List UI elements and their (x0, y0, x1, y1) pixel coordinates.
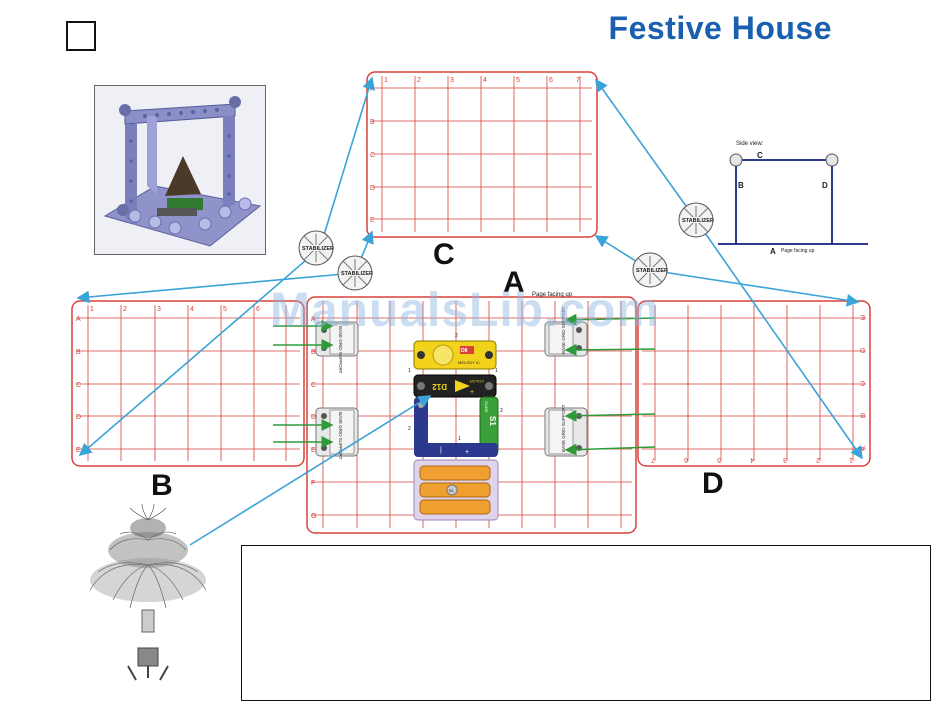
svg-text:STABILIZER: STABILIZER (636, 268, 668, 274)
svg-text:1: 1 (495, 368, 498, 374)
svg-text:B1: B1 (449, 488, 455, 493)
stabilizer: STABILIZER (632, 252, 668, 288)
svg-text:4: 4 (190, 306, 194, 313)
house-3d-image (94, 85, 266, 255)
svg-text:B: B (76, 349, 81, 356)
svg-text:D12: D12 (432, 382, 447, 391)
svg-text:2: 2 (408, 426, 411, 432)
svg-text:7: 7 (651, 456, 655, 463)
svg-text:E: E (311, 447, 316, 454)
svg-text:1: 1 (90, 306, 94, 313)
svg-text:2: 2 (123, 306, 127, 313)
svg-text:C: C (311, 382, 316, 389)
svg-text:1: 1 (849, 456, 853, 463)
svg-text:D: D (860, 346, 865, 353)
svg-text:A: A (860, 444, 865, 451)
stabilizer: STABILIZER (337, 255, 373, 291)
svg-text:C: C (757, 151, 763, 160)
grid-letter-a: A (503, 266, 525, 299)
svg-text:2: 2 (816, 456, 820, 463)
svg-text:A: A (770, 247, 776, 256)
svg-text:+: + (470, 389, 474, 396)
stabilizer: STABILIZER (298, 230, 334, 266)
svg-text:COLOR: COLOR (470, 379, 484, 384)
tree-icon (89, 503, 207, 681)
svg-text:BASE GRID SUPPORT: BASE GRID SUPPORT (338, 326, 343, 374)
grid-c: 1 2 3 4 5 6 7 A B C D E (366, 71, 598, 238)
svg-text:A: A (311, 316, 316, 323)
svg-text:A: A (370, 86, 375, 93)
svg-text:D: D (370, 185, 375, 192)
circuit: D8 MELODY IC 2 1 1 D12 COLOR + 2 S1 SLID… (408, 333, 503, 521)
svg-text:|: | (440, 447, 442, 454)
svg-text:F: F (311, 480, 315, 487)
green-arrows (273, 313, 656, 456)
svg-text:6: 6 (256, 306, 260, 313)
svg-text:1: 1 (458, 436, 461, 442)
svg-text:2: 2 (417, 77, 421, 84)
svg-text:E: E (860, 313, 865, 320)
svg-text:4: 4 (750, 456, 754, 463)
svg-text:BASE GRID SUPPORT: BASE GRID SUPPORT (561, 404, 566, 452)
svg-text:+: + (465, 449, 469, 456)
svg-text:S1: S1 (488, 416, 497, 426)
svg-text:6: 6 (549, 77, 553, 84)
stabilizer: STABILIZER (678, 202, 714, 238)
step-checkbox[interactable] (66, 21, 96, 51)
watermark: ManualsLib.com (270, 284, 661, 337)
svg-text:MELODY IC: MELODY IC (458, 360, 480, 365)
svg-text:STABILIZER: STABILIZER (302, 246, 334, 252)
svg-text:3: 3 (783, 456, 787, 463)
svg-text:C: C (76, 382, 81, 389)
grid-b: 1 2 3 4 5 6 A B C D E (71, 300, 305, 467)
svg-text:A: A (76, 316, 81, 323)
svg-text:5: 5 (516, 77, 520, 84)
svg-text:3: 3 (450, 77, 454, 84)
grid-letter-b: B (151, 469, 173, 502)
svg-text:6: 6 (684, 456, 688, 463)
svg-text:STABILIZER: STABILIZER (341, 271, 373, 277)
svg-text:STABILIZER: STABILIZER (682, 218, 714, 224)
svg-text:7: 7 (576, 77, 580, 84)
svg-text:3: 3 (157, 306, 161, 313)
svg-text:C: C (370, 152, 375, 159)
svg-text:2: 2 (500, 408, 503, 414)
grid-letter-c: C (433, 238, 455, 271)
svg-text:D: D (76, 414, 81, 421)
svg-text:B: B (860, 411, 865, 418)
svg-text:2: 2 (455, 333, 458, 339)
svg-text:C: C (860, 379, 865, 386)
svg-text:D: D (822, 181, 828, 190)
svg-text:E: E (370, 217, 375, 224)
svg-text:5: 5 (223, 306, 227, 313)
side-view-diagram: Side view: C B D A Page facing up (718, 141, 868, 256)
svg-text:B: B (311, 349, 316, 356)
svg-text:Page facing up: Page facing up (781, 248, 815, 254)
svg-text:E: E (76, 447, 81, 454)
svg-text:BASE GRID SUPPORT: BASE GRID SUPPORT (561, 306, 566, 354)
svg-text:1: 1 (384, 77, 388, 84)
svg-text:Side view:: Side view: (736, 141, 764, 147)
page-facing-up-label: Page facing up (532, 292, 573, 298)
page-title: Festive House (608, 10, 832, 46)
svg-text:4: 4 (483, 77, 487, 84)
svg-text:D: D (311, 414, 316, 421)
svg-text:B: B (738, 181, 744, 190)
svg-text:5: 5 (717, 456, 721, 463)
svg-text:BASE GRID SUPPORT: BASE GRID SUPPORT (338, 412, 343, 460)
svg-text:SLIDE: SLIDE (484, 401, 489, 413)
svg-text:1: 1 (408, 368, 411, 374)
svg-text:B: B (370, 119, 375, 126)
svg-text:G: G (311, 513, 316, 520)
svg-text:D8: D8 (461, 348, 468, 354)
instructions-box (241, 545, 931, 701)
grid-d: 7 6 5 4 3 2 1 E D C B A (637, 300, 871, 467)
grid-letter-d: D (702, 467, 724, 500)
